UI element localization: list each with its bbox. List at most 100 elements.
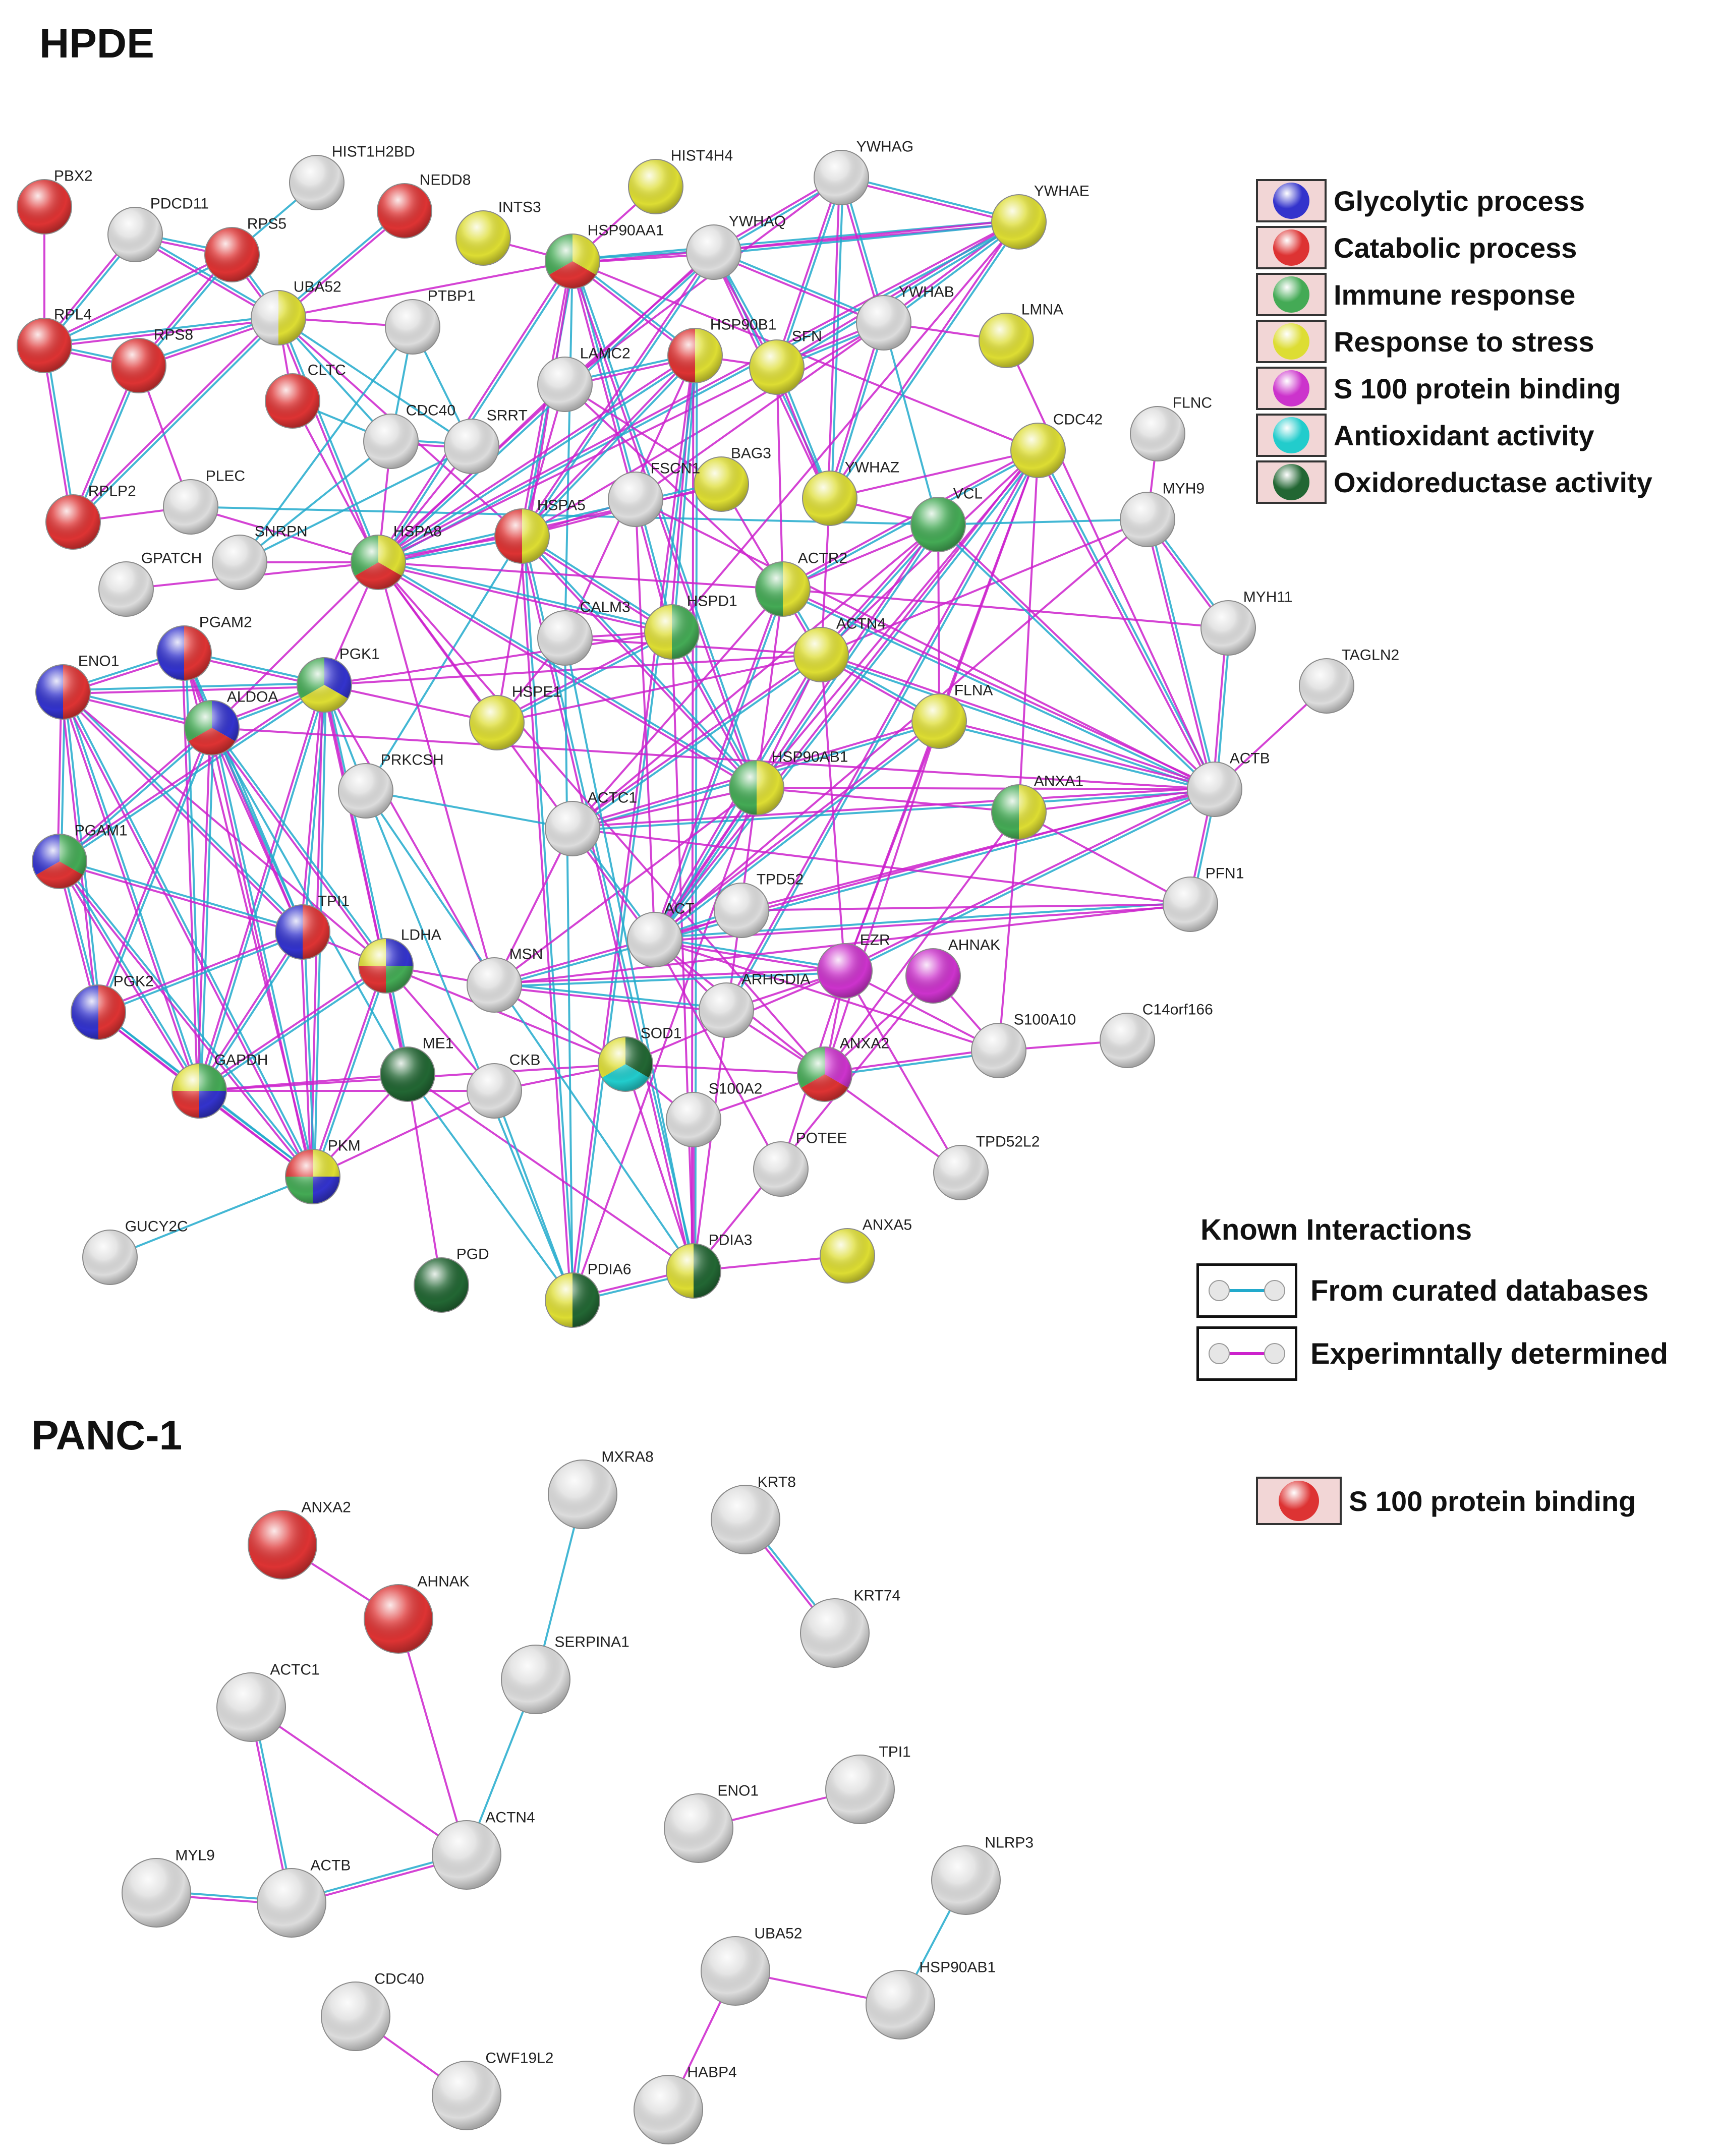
hpde-node-potee[interactable]: POTEE (753, 1130, 847, 1197)
hpde-node-uba52[interactable]: UBA52 (251, 279, 341, 345)
hpde-node-pkm[interactable]: PKM (285, 1138, 361, 1204)
hpde-node-ezr[interactable]: EZR (817, 932, 890, 999)
hpde-node-myh11[interactable]: MYH11 (1200, 589, 1293, 656)
hpde-node-ahnak[interactable]: AHNAK (905, 937, 1000, 1004)
hpde-node-ints3[interactable]: INTS3 (455, 199, 541, 266)
panc-node-actb[interactable]: ACTB (257, 1857, 351, 1938)
hpde-node-calm3[interactable]: CALM3 (537, 599, 631, 666)
hpde-node-actb[interactable]: ACTB (1187, 750, 1270, 817)
hpde-node-pgam1[interactable]: PGAM1 (32, 823, 128, 889)
panc-node-tpi1[interactable]: TPI1 (825, 1743, 911, 1824)
hpde-node-lmna[interactable]: LMNA (979, 302, 1063, 368)
hpde-node-hist4h4[interactable]: HIST4H4 (628, 148, 733, 214)
hpde-node-rps8[interactable]: RPS8 (111, 327, 193, 393)
hpde-node-ckb[interactable]: CKB (467, 1052, 540, 1119)
hpde-node-gucy2c[interactable]: GUCY2C (82, 1218, 188, 1285)
hpde-node-pgd[interactable]: PGD (414, 1246, 489, 1313)
hpde-node-ldha[interactable]: LDHA (358, 927, 441, 994)
hpde-node-pfn1[interactable]: PFN1 (1163, 865, 1244, 932)
hpde-node-hspd1[interactable]: HSPD1 (644, 593, 737, 660)
hpde-node-s100a10[interactable]: S100A10 (971, 1012, 1076, 1078)
panc-node-ahnak[interactable]: AHNAK (364, 1573, 470, 1654)
hpde-node-pgam2[interactable]: PGAM2 (156, 614, 252, 681)
legend-row-response-to-stress: Response to stress (1256, 320, 1594, 363)
hpde-node-actc1[interactable]: ACTC1 (545, 790, 637, 856)
hpde-node-cltc[interactable]: CLTC (265, 362, 346, 429)
hpde-node-msn[interactable]: MSN (467, 946, 543, 1013)
hpde-node-tpd52[interactable]: TPD52 (714, 871, 804, 938)
hpde-node-vcl[interactable]: VCL (910, 486, 983, 552)
hpde-node-tagln2[interactable]: TAGLN2 (1299, 647, 1399, 714)
hpde-node-anxa5[interactable]: ANXA5 (820, 1217, 912, 1284)
hpde-node-ywhaz[interactable]: YWHAZ (802, 459, 899, 526)
hpde-node-fscn1[interactable]: FSCN1 (608, 460, 700, 527)
hpde-node-aldoa[interactable]: ALDOA (184, 689, 278, 755)
hpde-node-ptbp1[interactable]: PTBP1 (385, 288, 476, 355)
panc-node-anxa2[interactable]: ANXA2 (248, 1499, 351, 1580)
hpde-node-anxa1[interactable]: ANXA1 (991, 773, 1083, 840)
hpde-node-s100a2[interactable]: S100A2 (666, 1081, 762, 1147)
hpde-node-hspe1[interactable]: HSPE1 (469, 684, 561, 750)
hpde-node-tpi1[interactable]: TPI1 (275, 893, 350, 960)
hpde-node-anxa2[interactable]: ANXA2 (797, 1035, 889, 1102)
hpde-node-flna[interactable]: FLNA (911, 682, 993, 749)
panc-node-nlrp3[interactable]: NLRP3 (931, 1834, 1034, 1915)
hpde-node-hist1h2bd[interactable]: HIST1H2BD (289, 144, 415, 210)
hpde-node-hsp90ab1[interactable]: HSP90AB1 (729, 749, 848, 815)
hpde-node-hsp90b1[interactable]: HSP90B1 (667, 317, 776, 383)
hpde-node-srrt[interactable]: SRRT (444, 407, 528, 474)
hpde-node-sod1[interactable]: SOD1 (598, 1025, 681, 1092)
hpde-node-hspa8[interactable]: HSPA8 (351, 523, 442, 590)
hpde-node-me1[interactable]: ME1 (380, 1035, 453, 1102)
hpde-node-plec[interactable]: PLEC (163, 468, 245, 535)
hpde-node-myh9[interactable]: MYH9 (1120, 481, 1205, 547)
hpde-node-flnc[interactable]: FLNC (1130, 395, 1212, 461)
hpde-node-rpl4[interactable]: RPL4 (17, 307, 92, 373)
panc-node-cwf19l2[interactable]: CWF19L2 (432, 2050, 553, 2130)
hpde-node-ywhae[interactable]: YWHAE (991, 183, 1090, 250)
hpde-node-c14orf166[interactable]: C14orf166 (1100, 1002, 1213, 1068)
panc-node-cdc40[interactable]: CDC40 (321, 1970, 424, 2051)
hpde-node-actg1[interactable]: ACT (627, 901, 695, 967)
panc-node-actc1[interactable]: ACTC1 (216, 1661, 320, 1742)
hpde-node-cdc42[interactable]: CDC42 (1010, 412, 1103, 478)
panc-node-habp4[interactable]: HABP4 (634, 2064, 737, 2144)
hpde-node-pdia6[interactable]: PDIA6 (545, 1261, 631, 1328)
hpde-node-pdia3[interactable]: PDIA3 (666, 1232, 752, 1299)
hpde-node-bag3[interactable]: BAG3 (694, 445, 771, 512)
hpde-node-lamc2[interactable]: LAMC2 (537, 345, 631, 412)
hpde-node-actn4[interactable]: ACTN4 (793, 616, 886, 682)
hpde-node-ywhag[interactable]: YWHAG (814, 139, 913, 205)
hpde-node-actr2[interactable]: ACTR2 (755, 550, 847, 617)
hpde-node-ywhaq[interactable]: YWHAQ (686, 213, 786, 280)
panc-node-actn4[interactable]: ACTN4 (432, 1809, 535, 1890)
hpde-node-tpd52l2[interactable]: TPD52L2 (933, 1134, 1040, 1200)
hpde-node-rps5[interactable]: RPS5 (204, 216, 287, 282)
panc-node-myl9[interactable]: MYL9 (122, 1847, 215, 1928)
hpde-node-pgk2[interactable]: PGK2 (71, 973, 154, 1040)
panc-node-krt74[interactable]: KRT74 (800, 1587, 900, 1668)
panc-node-uba52[interactable]: UBA52 (701, 1925, 802, 2006)
hpde-node-pbx2[interactable]: PBX2 (17, 168, 93, 235)
hpde-node-hsp90aa1[interactable]: HSP90AA1 (545, 222, 664, 289)
hpde-node-prkcsh[interactable]: PRKCSH (338, 752, 444, 819)
hpde-node-ywhab[interactable]: YWHAB (856, 284, 954, 351)
hpde-node-cdc40[interactable]: CDC40 (363, 402, 455, 469)
panc-node-mxra8[interactable]: MXRA8 (548, 1448, 654, 1529)
hpde-node-snrpn[interactable]: SNRPN (212, 523, 308, 590)
hpde-node-rplp2[interactable]: RPLP2 (45, 483, 136, 550)
hpde-node-gapdh[interactable]: GAPDH (171, 1052, 268, 1119)
hpde-node-eno1[interactable]: ENO1 (35, 653, 119, 720)
hpde-node-label-lmna: LMNA (1021, 302, 1063, 318)
hpde-node-pgk1[interactable]: PGK1 (297, 646, 380, 713)
hpde-node-arhgdia[interactable]: ARHGDIA (699, 971, 810, 1038)
panc-node-serpina1[interactable]: SERPINA1 (501, 1634, 629, 1714)
panc-node-eno1[interactable]: ENO1 (664, 1782, 759, 1863)
panc-node-krt8[interactable]: KRT8 (711, 1474, 796, 1554)
hpde-node-sfn[interactable]: SFN (749, 328, 822, 395)
hpde-node-hspa5[interactable]: HSPA5 (494, 497, 586, 564)
hpde-node-pdcd11[interactable]: PDCD11 (107, 196, 209, 262)
panc-node-hsp90ab1[interactable]: HSP90AB1 (866, 1959, 996, 2040)
hpde-node-gpatch[interactable]: GPATCH (98, 550, 202, 617)
hpde-node-nedd8[interactable]: NEDD8 (377, 172, 471, 239)
